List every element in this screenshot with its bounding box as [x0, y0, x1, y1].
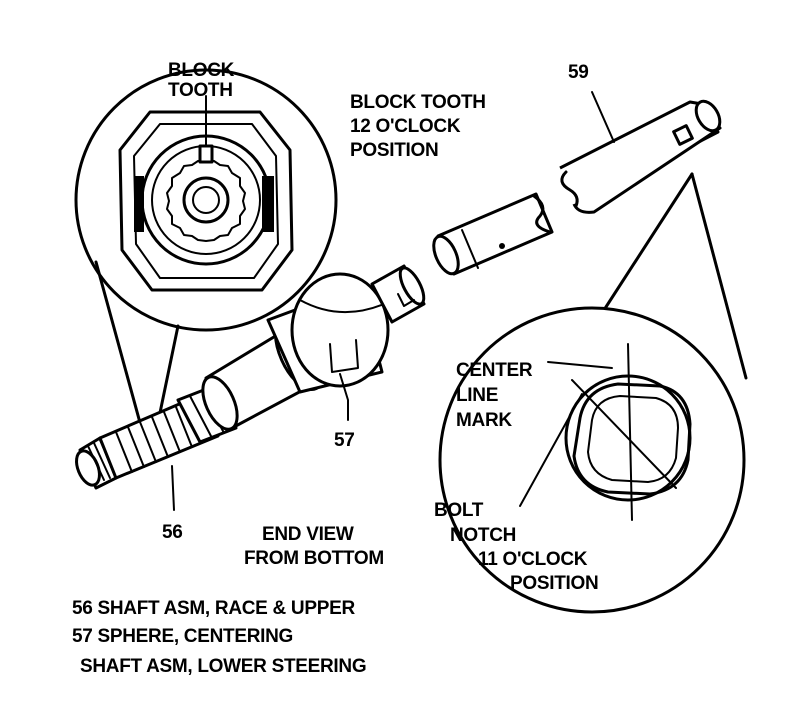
inner-shaft-dot	[499, 243, 505, 249]
sphere-window	[329, 339, 359, 373]
outer-tube-end	[694, 99, 722, 133]
center-line-leader	[547, 361, 613, 369]
gear-bore-ring	[182, 176, 230, 224]
stub-end	[398, 266, 426, 306]
bolt-notch-leader	[519, 393, 583, 507]
gear-bore	[192, 186, 220, 214]
leader-57	[339, 373, 349, 421]
legend-item-57: 57 SPHERE, CENTERING	[72, 626, 293, 647]
stub-notch	[397, 293, 415, 307]
bolt-notch-label-4: POSITION	[510, 573, 598, 594]
detail-leader-right-1	[602, 172, 694, 312]
block-tooth-mark	[198, 144, 214, 164]
notch-line	[571, 379, 677, 489]
spline-ridges	[115, 401, 205, 473]
block-tooth-position-label-3: POSITION	[350, 140, 438, 161]
label-59: 59	[568, 62, 589, 83]
sphere-body	[290, 272, 390, 388]
block-tooth-position-label-1: BLOCK TOOTH	[350, 92, 486, 113]
inner-shaft-step	[461, 229, 479, 269]
bolt-notch-label-2: NOTCH	[450, 525, 516, 546]
end-view-square-bore	[572, 382, 692, 496]
shaft-body-end	[201, 375, 239, 431]
outer-tube-window	[672, 124, 694, 146]
legend-item-shaft: SHAFT ASM, LOWER STEERING	[80, 656, 366, 677]
legend-item-56: 56 SHAFT ASM, RACE & UPPER	[72, 598, 355, 619]
bolt-notch-label-3: 11 O'CLOCK	[478, 549, 588, 570]
housing-outline	[118, 110, 294, 292]
bolt-notch-label-1: BOLT	[434, 500, 484, 521]
centering-sphere: 57	[266, 272, 390, 451]
block-tooth-label-2: TOOTH	[168, 80, 233, 101]
leader-59	[591, 91, 615, 143]
block-tooth-position-label-2: 12 O'CLOCK	[350, 116, 461, 137]
label-57: 57	[334, 430, 355, 451]
block-tooth-label-1: BLOCK	[168, 60, 235, 81]
leader-56	[171, 465, 175, 511]
spline-gear	[166, 159, 246, 242]
center-line	[627, 343, 633, 521]
detail-leader-left-1	[94, 260, 144, 432]
end-view-square-inner	[587, 395, 679, 483]
end-view-label-1: END VIEW	[262, 524, 354, 545]
sphere-contour-1	[299, 299, 385, 314]
detail-circle-right	[438, 306, 746, 614]
center-line-label-1: CENTER	[456, 360, 533, 381]
end-view-detail: CENTER LINE MARK BOLT NOTCH 11 O'CLOCK P…	[434, 306, 746, 614]
end-view-label-2: FROM BOTTOM	[244, 548, 384, 569]
outer-tube-top	[559, 100, 722, 214]
center-line-label-2: LINE	[456, 385, 498, 406]
housing-tab-right	[262, 176, 274, 232]
label-56: 56	[162, 522, 183, 543]
inner-shaft-end	[432, 234, 460, 276]
lower-steering-shaft: 59	[432, 62, 722, 276]
stub-shaft	[370, 264, 426, 324]
detail-circle-left	[74, 68, 338, 332]
parts-legend: 56 SHAFT ASM, RACE & UPPER 57 SPHERE, CE…	[72, 598, 367, 677]
center-line-label-3: MARK	[456, 410, 512, 431]
inner-shaft-break	[532, 194, 552, 234]
housing-tab-left	[134, 176, 144, 232]
detail-leader-right-2	[690, 172, 748, 380]
block-tooth-detail-view: BLOCK TOOTH	[74, 60, 338, 332]
outer-tube-break	[560, 170, 579, 208]
